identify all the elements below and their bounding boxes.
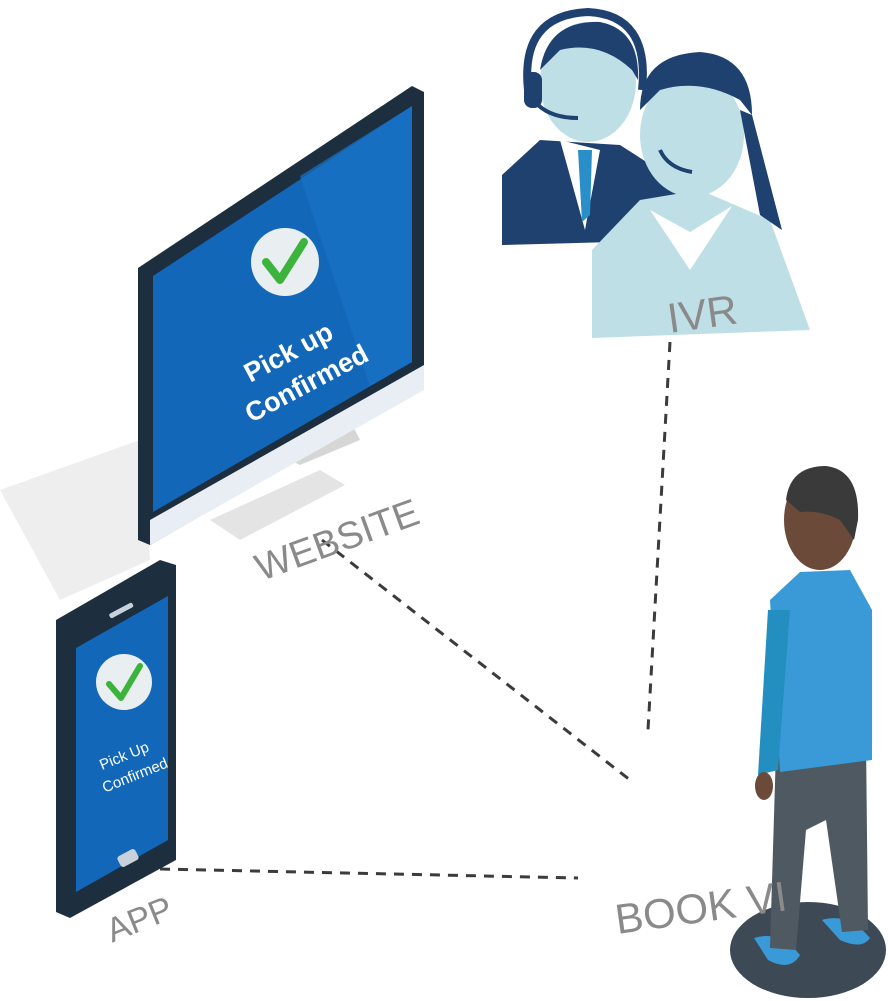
connector-app-to-person xyxy=(159,867,579,880)
agent-back-tie xyxy=(578,150,592,222)
person-legs xyxy=(770,740,868,950)
monitor-base xyxy=(210,470,345,540)
person-shirt xyxy=(770,570,872,772)
smartphone-icon: Pick Up Confirmed xyxy=(56,560,176,918)
agent-front-mic xyxy=(658,149,693,174)
agent-back-earpiece xyxy=(524,72,542,108)
checkmark-icon xyxy=(96,654,152,710)
agent-front-body xyxy=(592,190,810,338)
app-label: APP xyxy=(101,889,178,950)
phone-screen xyxy=(76,596,168,892)
agent-front-back-hair xyxy=(740,110,782,230)
ivr-label: IVR xyxy=(664,286,740,342)
connector-website-to-person xyxy=(321,538,631,782)
agent-back-headset xyxy=(523,7,647,91)
agent-front-face xyxy=(640,73,744,197)
person-hand xyxy=(755,772,773,800)
agent-back-mic xyxy=(536,103,579,120)
monitor-icon: Pick up Confirmed xyxy=(0,86,424,600)
connector-lines xyxy=(159,341,672,880)
person-hair xyxy=(786,466,859,540)
agent-back-hair xyxy=(540,21,639,80)
agent-front-hair xyxy=(640,52,752,115)
person-left-shoe xyxy=(754,936,800,965)
phone-speaker xyxy=(109,602,134,619)
call-center-agents-icon: IVR xyxy=(502,7,810,342)
person-icon xyxy=(730,466,886,998)
person-arm xyxy=(758,610,790,775)
monitor-shadow xyxy=(0,440,150,600)
connector-ivr-to-person xyxy=(646,341,672,731)
checkmark-icon xyxy=(251,228,319,296)
phone-home-button xyxy=(117,849,139,867)
agent-front-collar xyxy=(650,206,732,270)
monitor-chin xyxy=(150,365,424,545)
monitor-screen-glare xyxy=(300,106,412,386)
